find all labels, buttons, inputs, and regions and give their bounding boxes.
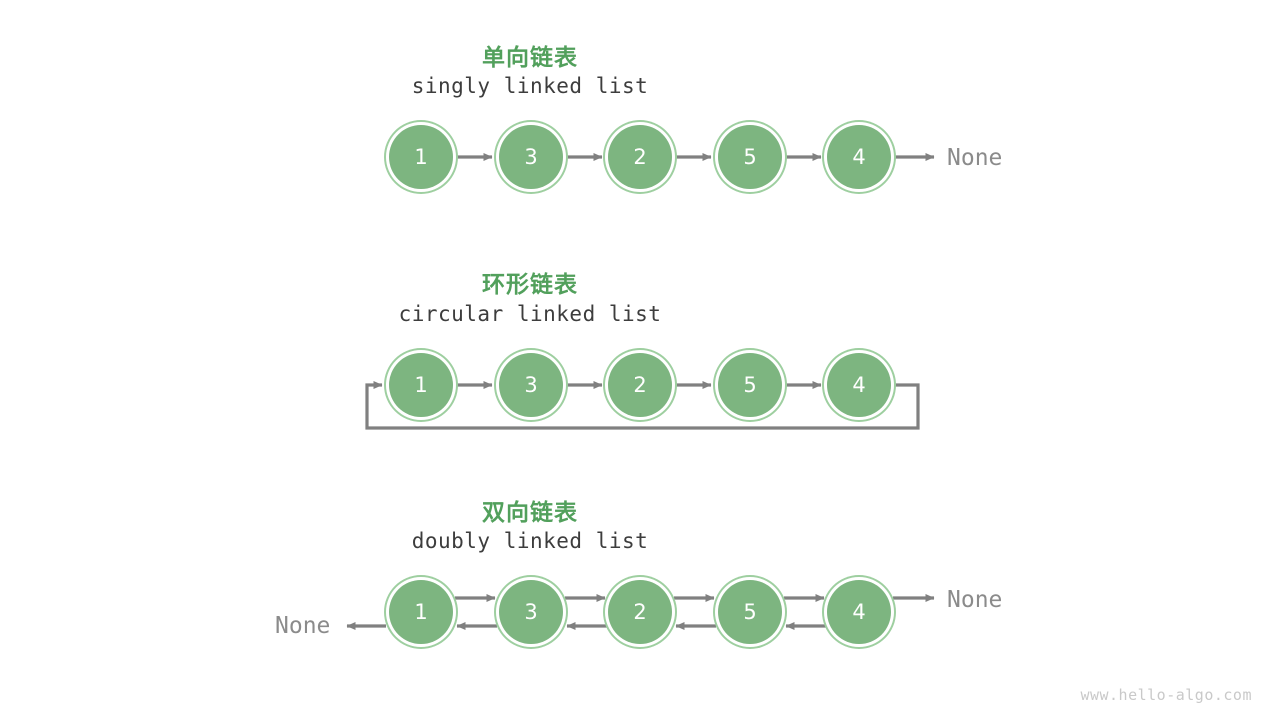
node-circular-0: 1 [389, 353, 453, 417]
doubly-tail-none-label: None [947, 587, 1003, 613]
node-doubly-0: 1 [389, 580, 453, 644]
doubly-subtitle: doubly linked list [411, 529, 649, 553]
node-singly-1: 3 [499, 125, 563, 189]
node-singly-2: 2 [608, 125, 672, 189]
doubly-title: 双向链表 [482, 500, 578, 526]
node-singly-4: 4 [827, 125, 891, 189]
singly-subtitle: singly linked list [411, 74, 649, 98]
doubly-head-none-label: None [275, 613, 331, 639]
node-doubly-2: 2 [608, 580, 672, 644]
node-doubly-4: 4 [827, 580, 891, 644]
circular-title: 环形链表 [482, 272, 578, 298]
node-circular-4: 4 [827, 353, 891, 417]
singly-title: 单向链表 [482, 45, 578, 71]
node-circular-3: 5 [718, 353, 782, 417]
singly-tail-none-label: None [947, 145, 1003, 171]
node-doubly-3: 5 [718, 580, 782, 644]
node-circular-1: 3 [499, 353, 563, 417]
node-singly-0: 1 [389, 125, 453, 189]
node-doubly-1: 3 [499, 580, 563, 644]
node-circular-2: 2 [608, 353, 672, 417]
circular-subtitle: circular linked list [398, 302, 662, 326]
watermark: www.hello-algo.com [1080, 686, 1252, 704]
node-singly-3: 5 [718, 125, 782, 189]
